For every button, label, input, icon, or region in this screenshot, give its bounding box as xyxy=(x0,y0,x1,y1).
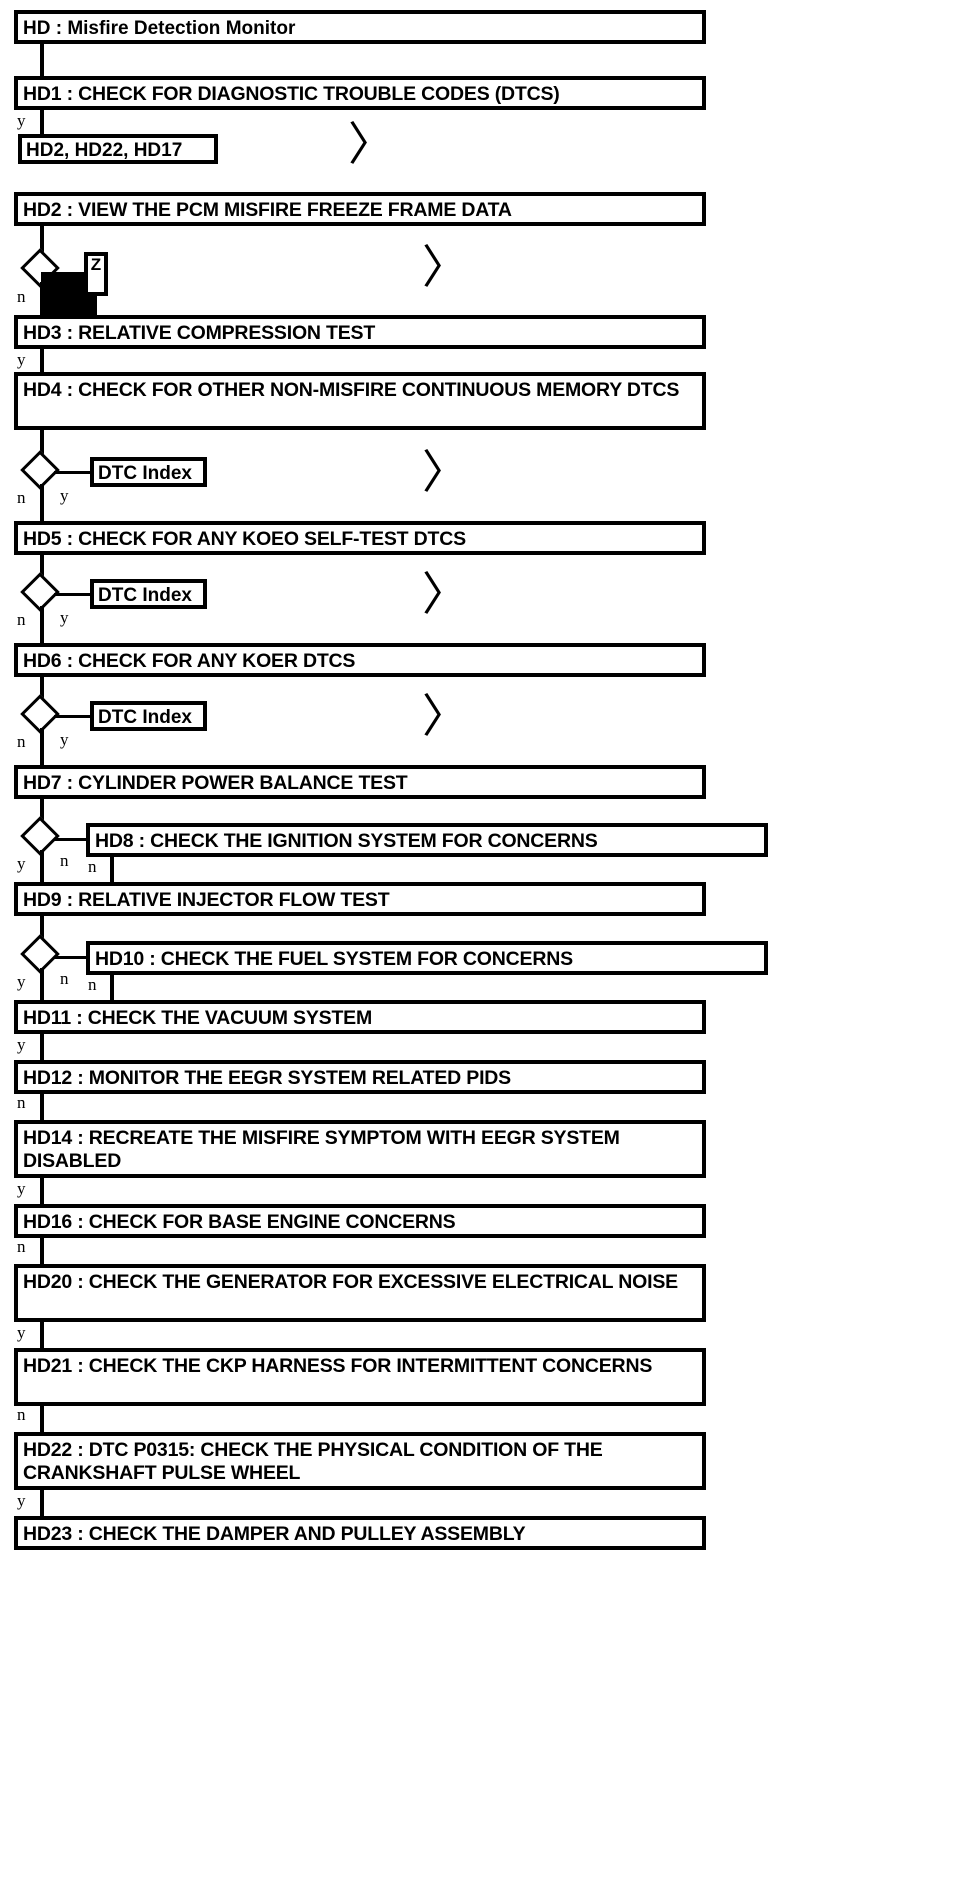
node-HD14[interactable]: HD14 : RECREATE THE MISFIRE SYMPTOM WITH… xyxy=(14,1120,706,1178)
branch-label-hd7-n: n xyxy=(60,851,69,870)
connector-hd12-hd14 xyxy=(40,1094,44,1120)
connector-hd21-hd22 xyxy=(40,1406,44,1432)
node-HD9[interactable]: HD9 : RELATIVE INJECTOR FLOW TEST xyxy=(14,882,706,916)
connector-hd2-decision xyxy=(40,226,44,256)
connector-hd4-hd5 xyxy=(40,484,44,522)
connector-hd5-hd6 xyxy=(40,606,44,644)
connector-hd7-hd9 xyxy=(40,850,44,882)
branch-label-hd14-y: y xyxy=(17,1179,26,1198)
branch-label-hd3-y: y xyxy=(17,350,26,369)
branch-label-hd22-y: y xyxy=(17,1491,26,1510)
connector-hd-hd1 xyxy=(40,44,44,78)
connector-hd16-hd20 xyxy=(40,1238,44,1264)
branch-label-hd8-n: n xyxy=(88,857,97,876)
branch-label-hd6-n: n xyxy=(17,732,26,751)
node-HD7[interactable]: HD7 : CYLINDER POWER BALANCE TEST xyxy=(14,765,706,799)
connector-hd7-decision xyxy=(40,799,44,825)
branch-label-hd4-n: n xyxy=(17,488,26,507)
connector-hd7-hd8 xyxy=(54,838,88,841)
connector-hd11-hd12 xyxy=(40,1034,44,1060)
connector-hd9-decision xyxy=(40,916,44,942)
connector-hd2-hd3 xyxy=(40,282,44,316)
link-chevron-icon-5[interactable]: 〉 xyxy=(422,691,468,742)
branch-label-hd16-n: n xyxy=(17,1237,26,1256)
branch-label-hd2-n: n xyxy=(17,287,26,306)
branch-label-hd20-y: y xyxy=(17,1323,26,1342)
link-chevron-icon-1[interactable]: 〉 xyxy=(348,119,394,170)
node-HD4[interactable]: HD4 : CHECK FOR OTHER NON-MISFIRE CONTIN… xyxy=(14,372,706,430)
node-HD1[interactable]: HD1 : CHECK FOR DIAGNOSTIC TROUBLE CODES… xyxy=(14,76,706,110)
connector-hd3-hd4 xyxy=(40,349,44,374)
node-HD[interactable]: HD : Misfire Detection Monitor xyxy=(14,10,706,44)
ref-dtc-index-3[interactable]: DTC Index xyxy=(90,701,207,731)
branch-label-hd11-y: y xyxy=(17,1035,26,1054)
node-HD22[interactable]: HD22 : DTC P0315: CHECK THE PHYSICAL CON… xyxy=(14,1432,706,1490)
branch-label-hd9-n: n xyxy=(60,969,69,988)
connector-hd6-hd7 xyxy=(40,728,44,766)
ref-hd2-hd22-hd17[interactable]: HD2, HD22, HD17 xyxy=(18,134,218,164)
connector-hd20-hd21 xyxy=(40,1322,44,1348)
link-chevron-icon-3[interactable]: 〉 xyxy=(422,447,468,498)
connector-hd1-ref xyxy=(40,110,44,134)
connector-hd4-ref xyxy=(54,471,92,474)
connector-hd4-decision xyxy=(40,430,44,458)
ref-z-box[interactable]: Z xyxy=(84,252,108,296)
connector-hd14-hd16 xyxy=(40,1178,44,1204)
connector-hd10-hd11 xyxy=(110,975,114,1000)
ref-dtc-index-2[interactable]: DTC Index xyxy=(90,579,207,609)
branch-label-hd21-n: n xyxy=(17,1405,26,1424)
node-HD8[interactable]: HD8 : CHECK THE IGNITION SYSTEM FOR CONC… xyxy=(86,823,768,857)
branch-label-hd7-y: y xyxy=(17,854,26,873)
branch-label-hd6-y: y xyxy=(60,730,69,749)
connector-hd8-hd9 xyxy=(110,857,114,882)
node-HD20[interactable]: HD20 : CHECK THE GENERATOR FOR EXCESSIVE… xyxy=(14,1264,706,1322)
node-HD23[interactable]: HD23 : CHECK THE DAMPER AND PULLEY ASSEM… xyxy=(14,1516,706,1550)
link-chevron-icon-2[interactable]: 〉 xyxy=(422,242,468,293)
node-HD12[interactable]: HD12 : MONITOR THE EEGR SYSTEM RELATED P… xyxy=(14,1060,706,1094)
branch-label-hd9-y: y xyxy=(17,972,26,991)
branch-label-hd5-y: y xyxy=(60,608,69,627)
branch-label-hd10-n: n xyxy=(88,975,97,994)
branch-label-hd4-y: y xyxy=(60,486,69,505)
connector-hd6-decision xyxy=(40,677,44,703)
connector-hd5-decision xyxy=(40,555,44,581)
node-HD3[interactable]: HD3 : RELATIVE COMPRESSION TEST xyxy=(14,315,706,349)
node-HD16[interactable]: HD16 : CHECK FOR BASE ENGINE CONCERNS xyxy=(14,1204,706,1238)
connector-hd22-hd23 xyxy=(40,1490,44,1516)
branch-label-hd12-n: n xyxy=(17,1093,26,1112)
node-HD11[interactable]: HD11 : CHECK THE VACUUM SYSTEM xyxy=(14,1000,706,1034)
branch-label-hd1-y: y xyxy=(17,111,26,130)
ref-dtc-index-1[interactable]: DTC Index xyxy=(90,457,207,487)
branch-label-hd5-n: n xyxy=(17,610,26,629)
connector-hd9-hd10 xyxy=(54,956,88,959)
node-HD6[interactable]: HD6 : CHECK FOR ANY KOER DTCS xyxy=(14,643,706,677)
link-chevron-icon-4[interactable]: 〉 xyxy=(422,569,468,620)
node-HD5[interactable]: HD5 : CHECK FOR ANY KOEO SELF-TEST DTCS xyxy=(14,521,706,555)
connector-hd6-ref xyxy=(54,715,92,718)
node-HD2[interactable]: HD2 : VIEW THE PCM MISFIRE FREEZE FRAME … xyxy=(14,192,706,226)
connector-hd9-hd11 xyxy=(40,968,44,1000)
node-HD10[interactable]: HD10 : CHECK THE FUEL SYSTEM FOR CONCERN… xyxy=(86,941,768,975)
node-HD21[interactable]: HD21 : CHECK THE CKP HARNESS FOR INTERMI… xyxy=(14,1348,706,1406)
connector-hd5-ref xyxy=(54,593,92,596)
